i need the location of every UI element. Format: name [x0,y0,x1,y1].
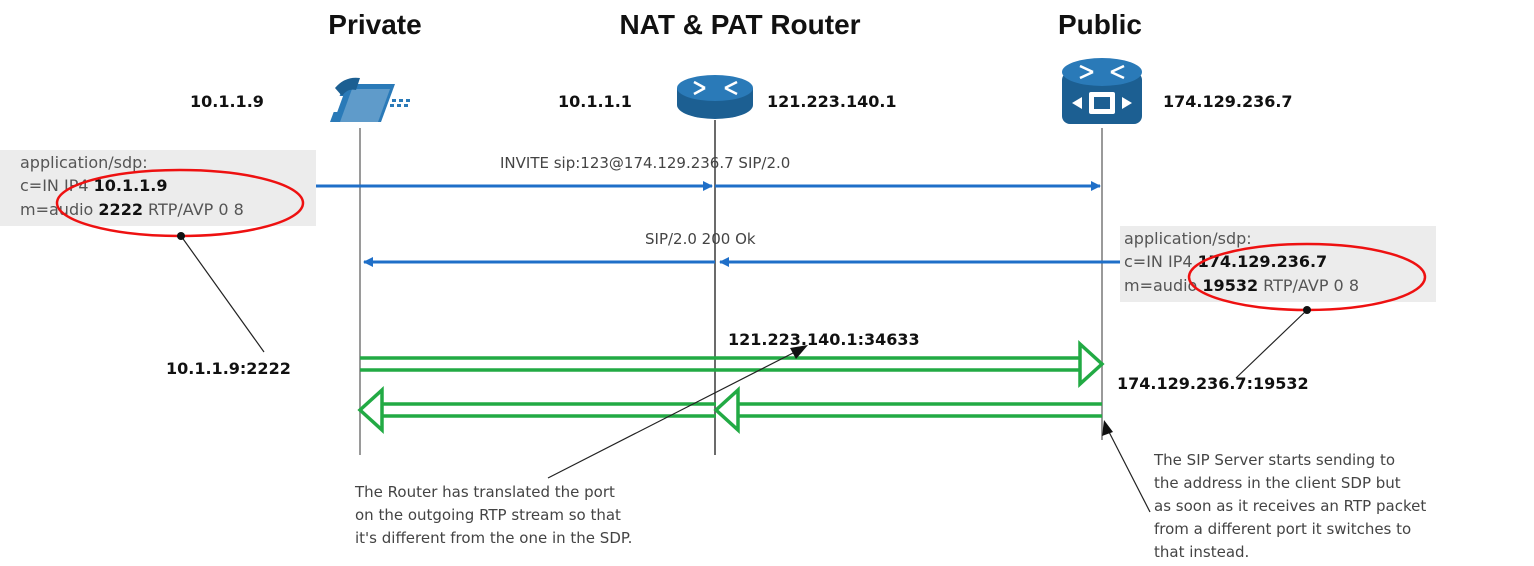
invite-message: INVITE sip:123@174.129.236.7 SIP/2.0 [500,154,790,172]
server-sdp-line2: c=IN IP4 174.129.236.7 [1124,252,1327,271]
server-ip: 174.129.236.7 [1163,92,1293,111]
router-note: The Router has translated the port on th… [354,483,632,547]
server-sdp-line3: m=audio 19532 RTP/AVP 0 8 [1124,276,1359,295]
router-note-line-3: it's different from the one in the SDP. [355,529,632,547]
rtp-router-translated: 121.223.140.1:34633 [728,330,920,349]
server-note-leader [1102,420,1151,513]
server-note-line-3: as soon as it receives an RTP packet [1154,497,1426,515]
client-sdp-box: application/sdp: c=IN IP4 10.1.1.9 m=aud… [0,150,316,226]
client-sdp-line2: c=IN IP4 10.1.1.9 [20,176,168,195]
server-note-line-1: The SIP Server starts sending to [1153,451,1395,469]
router-inside-ip: 10.1.1.1 [558,92,632,111]
column-title-router: NAT & PAT Router [619,9,860,40]
rtp-incoming-arrow [357,386,1102,434]
server-sdp-leader [1235,306,1311,379]
router-icon [677,75,753,119]
router-note-line-2: on the outgoing RTP stream so that [355,506,621,524]
server-note-line-5: that instead. [1154,543,1249,561]
phone-ip: 10.1.1.9 [190,92,264,111]
server-sdp-box: application/sdp: c=IN IP4 174.129.236.7 … [1120,226,1436,302]
rtp-server-endpoint: 174.129.236.7:19532 [1117,374,1309,393]
sip-server-icon [1062,58,1142,124]
server-note-line-4: from a different port it switches to [1154,520,1411,538]
router-outside-ip: 121.223.140.1 [767,92,897,111]
client-sdp-line1: application/sdp: [20,153,148,172]
router-note-line-1: The Router has translated the port [354,483,615,501]
server-note-line-2: the address in the client SDP but [1154,474,1401,492]
rtp-outgoing-arrow [360,340,1105,388]
client-sdp-line3: m=audio 2222 RTP/AVP 0 8 [20,200,244,219]
ok-message: SIP/2.0 200 Ok [645,230,756,248]
column-title-private: Private [328,9,421,40]
column-title-public: Public [1058,9,1142,40]
client-sdp-leader [177,232,265,353]
server-sdp-line1: application/sdp: [1124,229,1252,248]
router-note-leader [547,345,808,479]
server-note: The SIP Server starts sending to the add… [1153,451,1426,561]
rtp-client-endpoint: 10.1.1.9:2222 [166,359,291,378]
phone-icon [317,77,410,122]
